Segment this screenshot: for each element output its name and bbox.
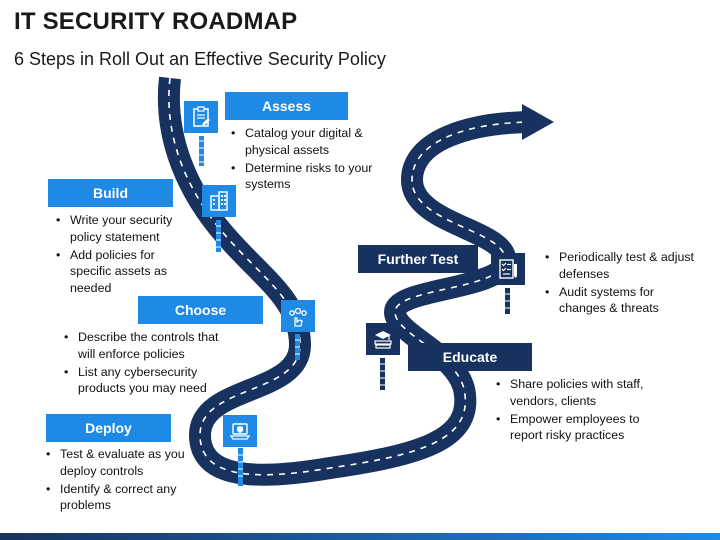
page-subtitle: 6 Steps in Roll Out an Effective Securit… xyxy=(14,49,386,69)
further-test-label: Further Test xyxy=(358,245,478,273)
choose-post xyxy=(295,334,300,360)
list-item: Describe the controls that will enforce … xyxy=(62,329,237,363)
assess-post xyxy=(199,136,204,166)
list-item: Empower employees to report risky practi… xyxy=(494,411,669,445)
further-test-bullets: Periodically test & adjust defenses Audi… xyxy=(543,249,703,318)
laptop-shield-icon xyxy=(223,415,257,447)
build-post xyxy=(216,220,221,252)
assess-label: Assess xyxy=(225,92,348,120)
deploy-bullets: Test & evaluate as you deploy controls I… xyxy=(44,446,204,515)
deploy-post xyxy=(238,448,243,486)
page-title: IT SECURITY ROADMAP xyxy=(14,8,298,35)
list-item: Identify & correct any problems xyxy=(44,481,204,515)
road-arrowhead xyxy=(522,104,554,140)
choose-label: Choose xyxy=(138,296,263,324)
team-hand-icon xyxy=(281,300,315,332)
list-item: Test & evaluate as you deploy controls xyxy=(44,446,204,480)
clipboard-icon xyxy=(184,101,218,133)
educate-post xyxy=(380,358,385,390)
books-graduation-icon xyxy=(366,323,400,355)
build-label: Build xyxy=(48,179,173,207)
checklist-pen-icon xyxy=(491,253,525,285)
choose-bullets: Describe the controls that will enforce … xyxy=(62,329,237,398)
bottom-accent-bar xyxy=(0,533,720,540)
list-item: Periodically test & adjust defenses xyxy=(543,249,703,283)
assess-bullets: Catalog your digital & physical assets D… xyxy=(229,125,399,194)
educate-label: Educate xyxy=(408,343,532,371)
list-item: Add policies for specific assets as need… xyxy=(54,247,194,297)
list-item: Write your security policy statement xyxy=(54,212,194,246)
list-item: Audit systems for changes & threats xyxy=(543,284,703,318)
further-test-post xyxy=(505,288,510,314)
list-item: Share policies with staff, vendors, clie… xyxy=(494,376,669,410)
list-item: List any cybersecurity products you may … xyxy=(62,364,237,398)
deploy-label: Deploy xyxy=(46,414,171,442)
list-item: Catalog your digital & physical assets xyxy=(229,125,399,159)
educate-bullets: Share policies with staff, vendors, clie… xyxy=(494,376,669,445)
list-item: Determine risks to your systems xyxy=(229,160,399,194)
road-lane-marking xyxy=(168,77,536,476)
build-bullets: Write your security policy statement Add… xyxy=(54,212,194,298)
